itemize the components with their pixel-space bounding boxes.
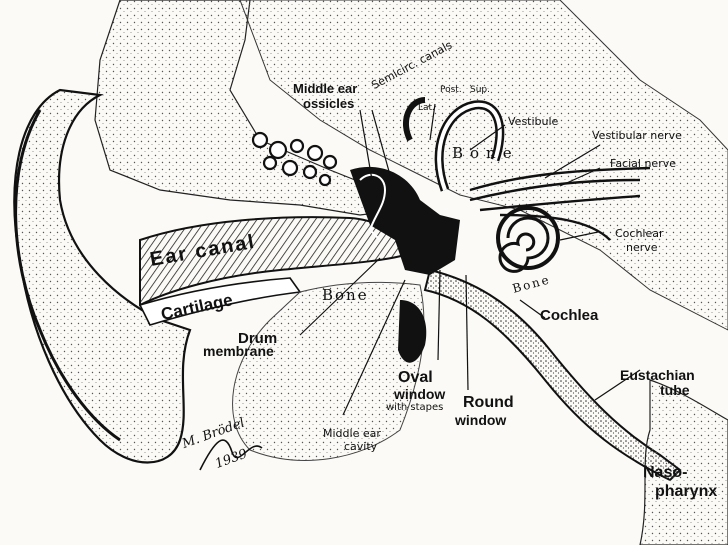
eustachian-tube-label-line2: tube	[660, 383, 690, 397]
oval-window-label-line1: Oval	[398, 370, 433, 386]
vestibular-nerve-label: Vestibular nerve	[592, 130, 682, 141]
bone-label-upper: Bone	[452, 146, 519, 161]
oval-window-label-line3: with stapes	[386, 403, 443, 413]
posterior-canal-label: Post.	[440, 86, 462, 95]
middle-ear-ossicles-label-line2: ossicles	[303, 97, 354, 110]
facial-nerve-label: Facial nerve	[610, 158, 676, 169]
middle-ear-cavity-label-line2: cavity	[344, 441, 377, 452]
eustachian-tube-label-line1: Eustachian	[620, 368, 695, 382]
vestibule-label: Vestibule	[508, 116, 558, 127]
superior-canal-label: Sup.	[470, 86, 490, 95]
bone-label-middle: Bone	[322, 288, 369, 303]
nasopharynx-mass	[640, 380, 728, 545]
oval-window-label-line2: window	[394, 387, 445, 401]
nasopharynx-label-line2: pharynx	[655, 484, 717, 500]
middle-ear-ossicles-label-line1: Middle ear	[293, 82, 357, 95]
cochlea-label: Cochlea	[540, 308, 598, 323]
lateral-canal-label: Lat.	[418, 104, 435, 113]
round-window-label-line1: Round	[463, 395, 514, 411]
middle-ear-cavity-label-line1: Middle ear	[323, 428, 381, 439]
round-window-label-line2: window	[455, 413, 506, 427]
nasopharynx-label-line1: Naso-	[643, 465, 687, 481]
cochlear-nerve-label-line2: nerve	[626, 242, 658, 253]
cochlear-nerve-label-line1: Cochlear	[615, 228, 664, 239]
drum-membrane-label-line2: membrane	[203, 344, 274, 358]
